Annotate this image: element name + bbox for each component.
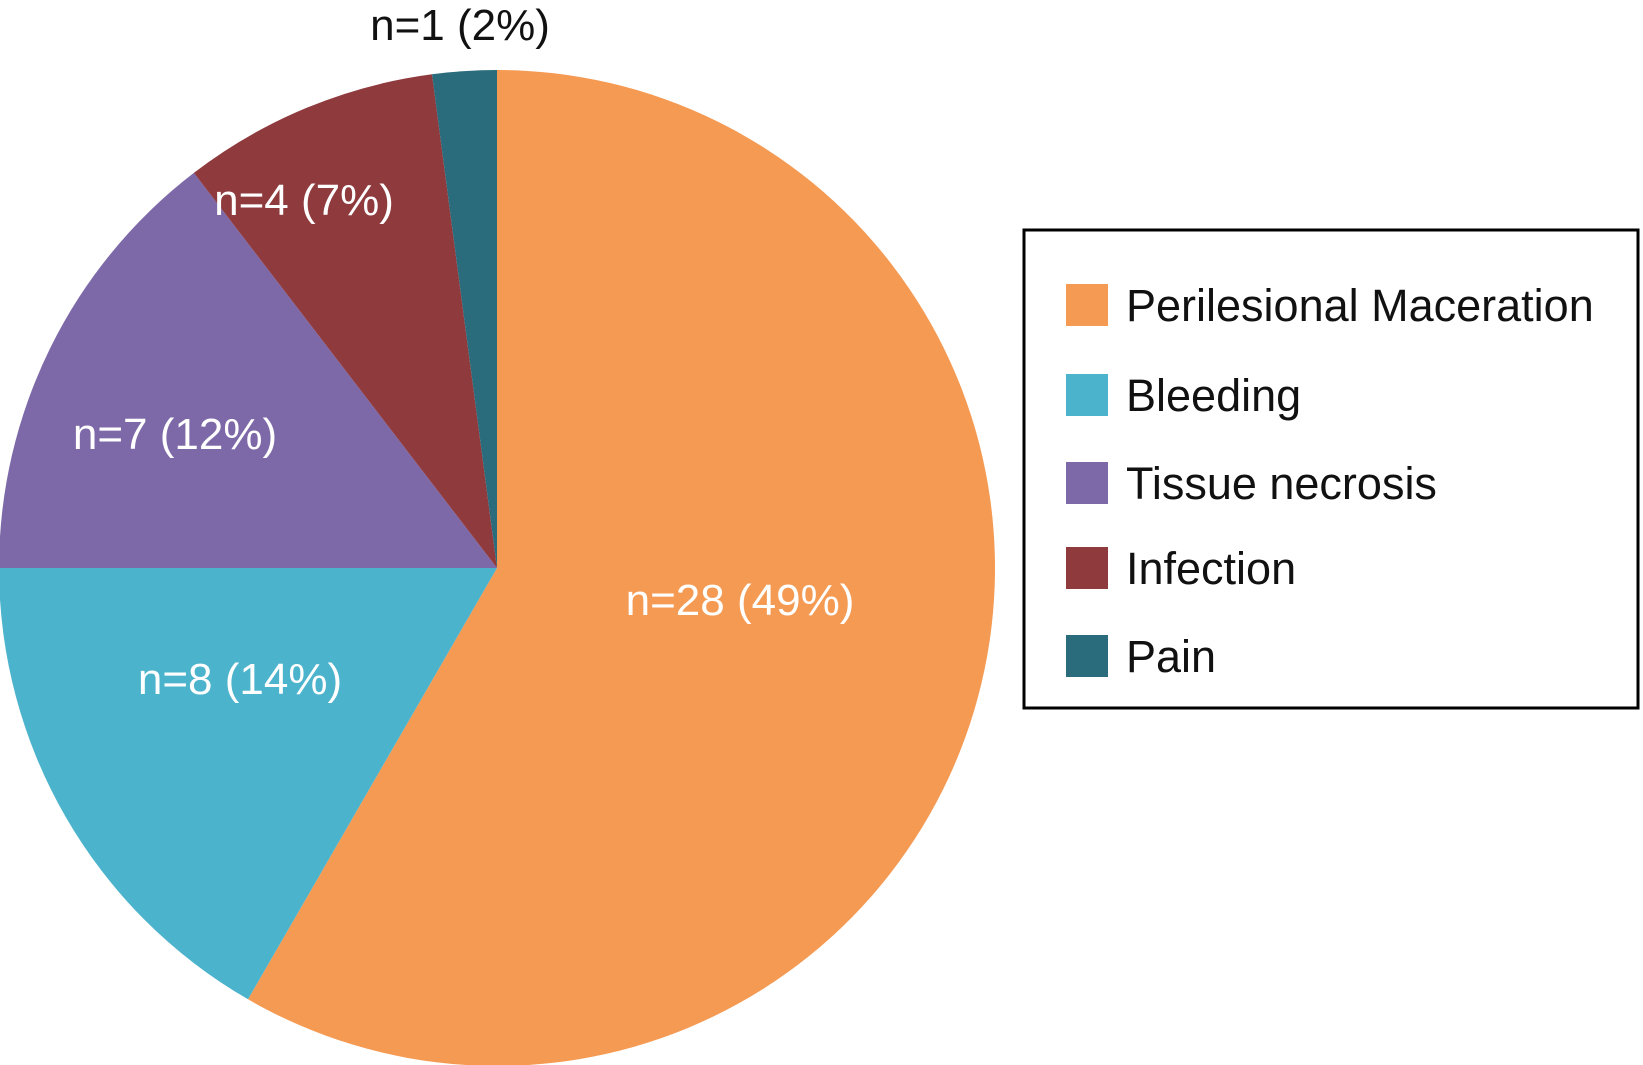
slice-label-tissue-necrosis: n=7 (12%) xyxy=(73,410,277,459)
legend-label-tissue-necrosis: Tissue necrosis xyxy=(1126,458,1437,509)
pie-slice-bleeding xyxy=(0,568,497,1000)
slice-label-perilesional-maceration: n=28 (49%) xyxy=(626,576,855,625)
legend-swatch-perilesional-maceration xyxy=(1066,284,1108,326)
legend-box xyxy=(1022,228,1640,710)
pie-slice-pain xyxy=(432,70,497,568)
slice-labels: n=28 (49%) n=8 (14%) n=7 (12%) n=4 (7%) n=1 … xyxy=(73,1,854,704)
slice-label-infection: n=4 (7%) xyxy=(214,176,394,225)
pie-slice-infection xyxy=(193,74,497,568)
pie-slice-tissue-necrosis xyxy=(0,172,497,568)
legend-swatch-bleeding xyxy=(1066,374,1108,416)
legend-label-perilesional-maceration: Perilesional Maceration xyxy=(1126,280,1594,331)
legend-swatch-tissue-necrosis xyxy=(1066,462,1108,504)
pie-slice-perilesional-maceration xyxy=(248,70,995,1065)
legend-label-infection: Infection xyxy=(1126,543,1296,594)
legend-swatch-infection xyxy=(1066,547,1108,589)
pie-slices xyxy=(0,70,995,1065)
legend-swatch-pain xyxy=(1066,635,1108,677)
legend-label-pain: Pain xyxy=(1126,631,1216,682)
legend-label-bleeding: Bleeding xyxy=(1126,370,1301,421)
slice-label-pain: n=1 (2%) xyxy=(370,1,550,50)
slice-label-bleeding: n=8 (14%) xyxy=(138,655,342,704)
